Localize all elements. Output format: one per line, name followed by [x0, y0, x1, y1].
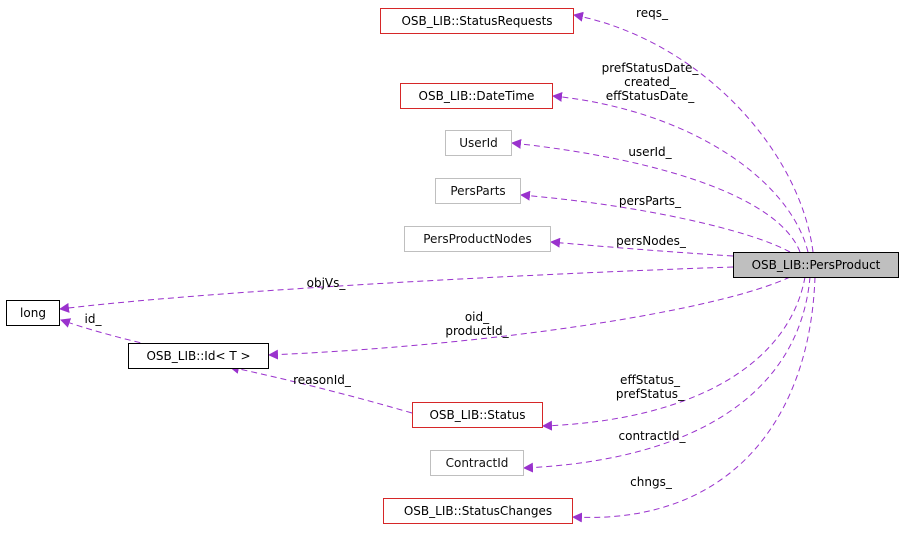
- edge-label-date-time: prefStatusDate_ created_ effStatusDate_: [601, 61, 699, 103]
- node-status-changes[interactable]: OSB_LIB::StatusChanges: [383, 498, 573, 524]
- node-id-template[interactable]: OSB_LIB::Id< T >: [128, 343, 269, 369]
- edge-label-oid: oid_ productId_: [445, 310, 509, 338]
- edge-pers-parts: [520, 190, 791, 253]
- edge-oid: [268, 276, 791, 360]
- edge-label-reason-id: reasonId_: [293, 373, 351, 387]
- edge-label-obj-vs: objVs_: [306, 276, 346, 290]
- edge-label-status: effStatus_ prefStatus_: [615, 373, 685, 401]
- node-contract-id[interactable]: ContractId: [430, 450, 524, 476]
- edge-label-pers-nodes: persNodes_: [616, 234, 686, 248]
- edge-pers-nodes: [550, 237, 734, 257]
- edge-id: [60, 318, 151, 346]
- edge-obj-vs: [59, 266, 734, 313]
- edge-label-id: id_: [84, 312, 102, 326]
- edge-reason-id: [229, 364, 413, 414]
- node-status[interactable]: OSB_LIB::Status: [412, 402, 543, 428]
- edge-reqs: [573, 11, 814, 253]
- edge-label-contract-id: contractId_: [618, 429, 686, 443]
- node-long[interactable]: long: [6, 300, 60, 326]
- edge-label-user-id: userId_: [628, 145, 672, 159]
- edge-label-pers-parts: persParts_: [618, 194, 682, 208]
- node-pers-product[interactable]: OSB_LIB::PersProduct: [733, 252, 899, 278]
- node-pers-product-nodes[interactable]: PersProductNodes: [404, 226, 551, 252]
- node-status-requests[interactable]: OSB_LIB::StatusRequests: [380, 8, 574, 34]
- edge-contract-id: [523, 276, 811, 473]
- node-pers-parts[interactable]: PersParts: [435, 178, 521, 204]
- edge-label-reqs: reqs_: [636, 6, 668, 20]
- node-user-id[interactable]: UserId: [445, 130, 512, 156]
- edge-status: [542, 276, 806, 431]
- edge-label-chngs: chngs_: [630, 475, 672, 489]
- node-date-time[interactable]: OSB_LIB::DateTime: [400, 83, 553, 109]
- edge-date-time: [552, 91, 809, 253]
- edge-user-id: [511, 138, 801, 253]
- edge-chngs: [572, 276, 816, 523]
